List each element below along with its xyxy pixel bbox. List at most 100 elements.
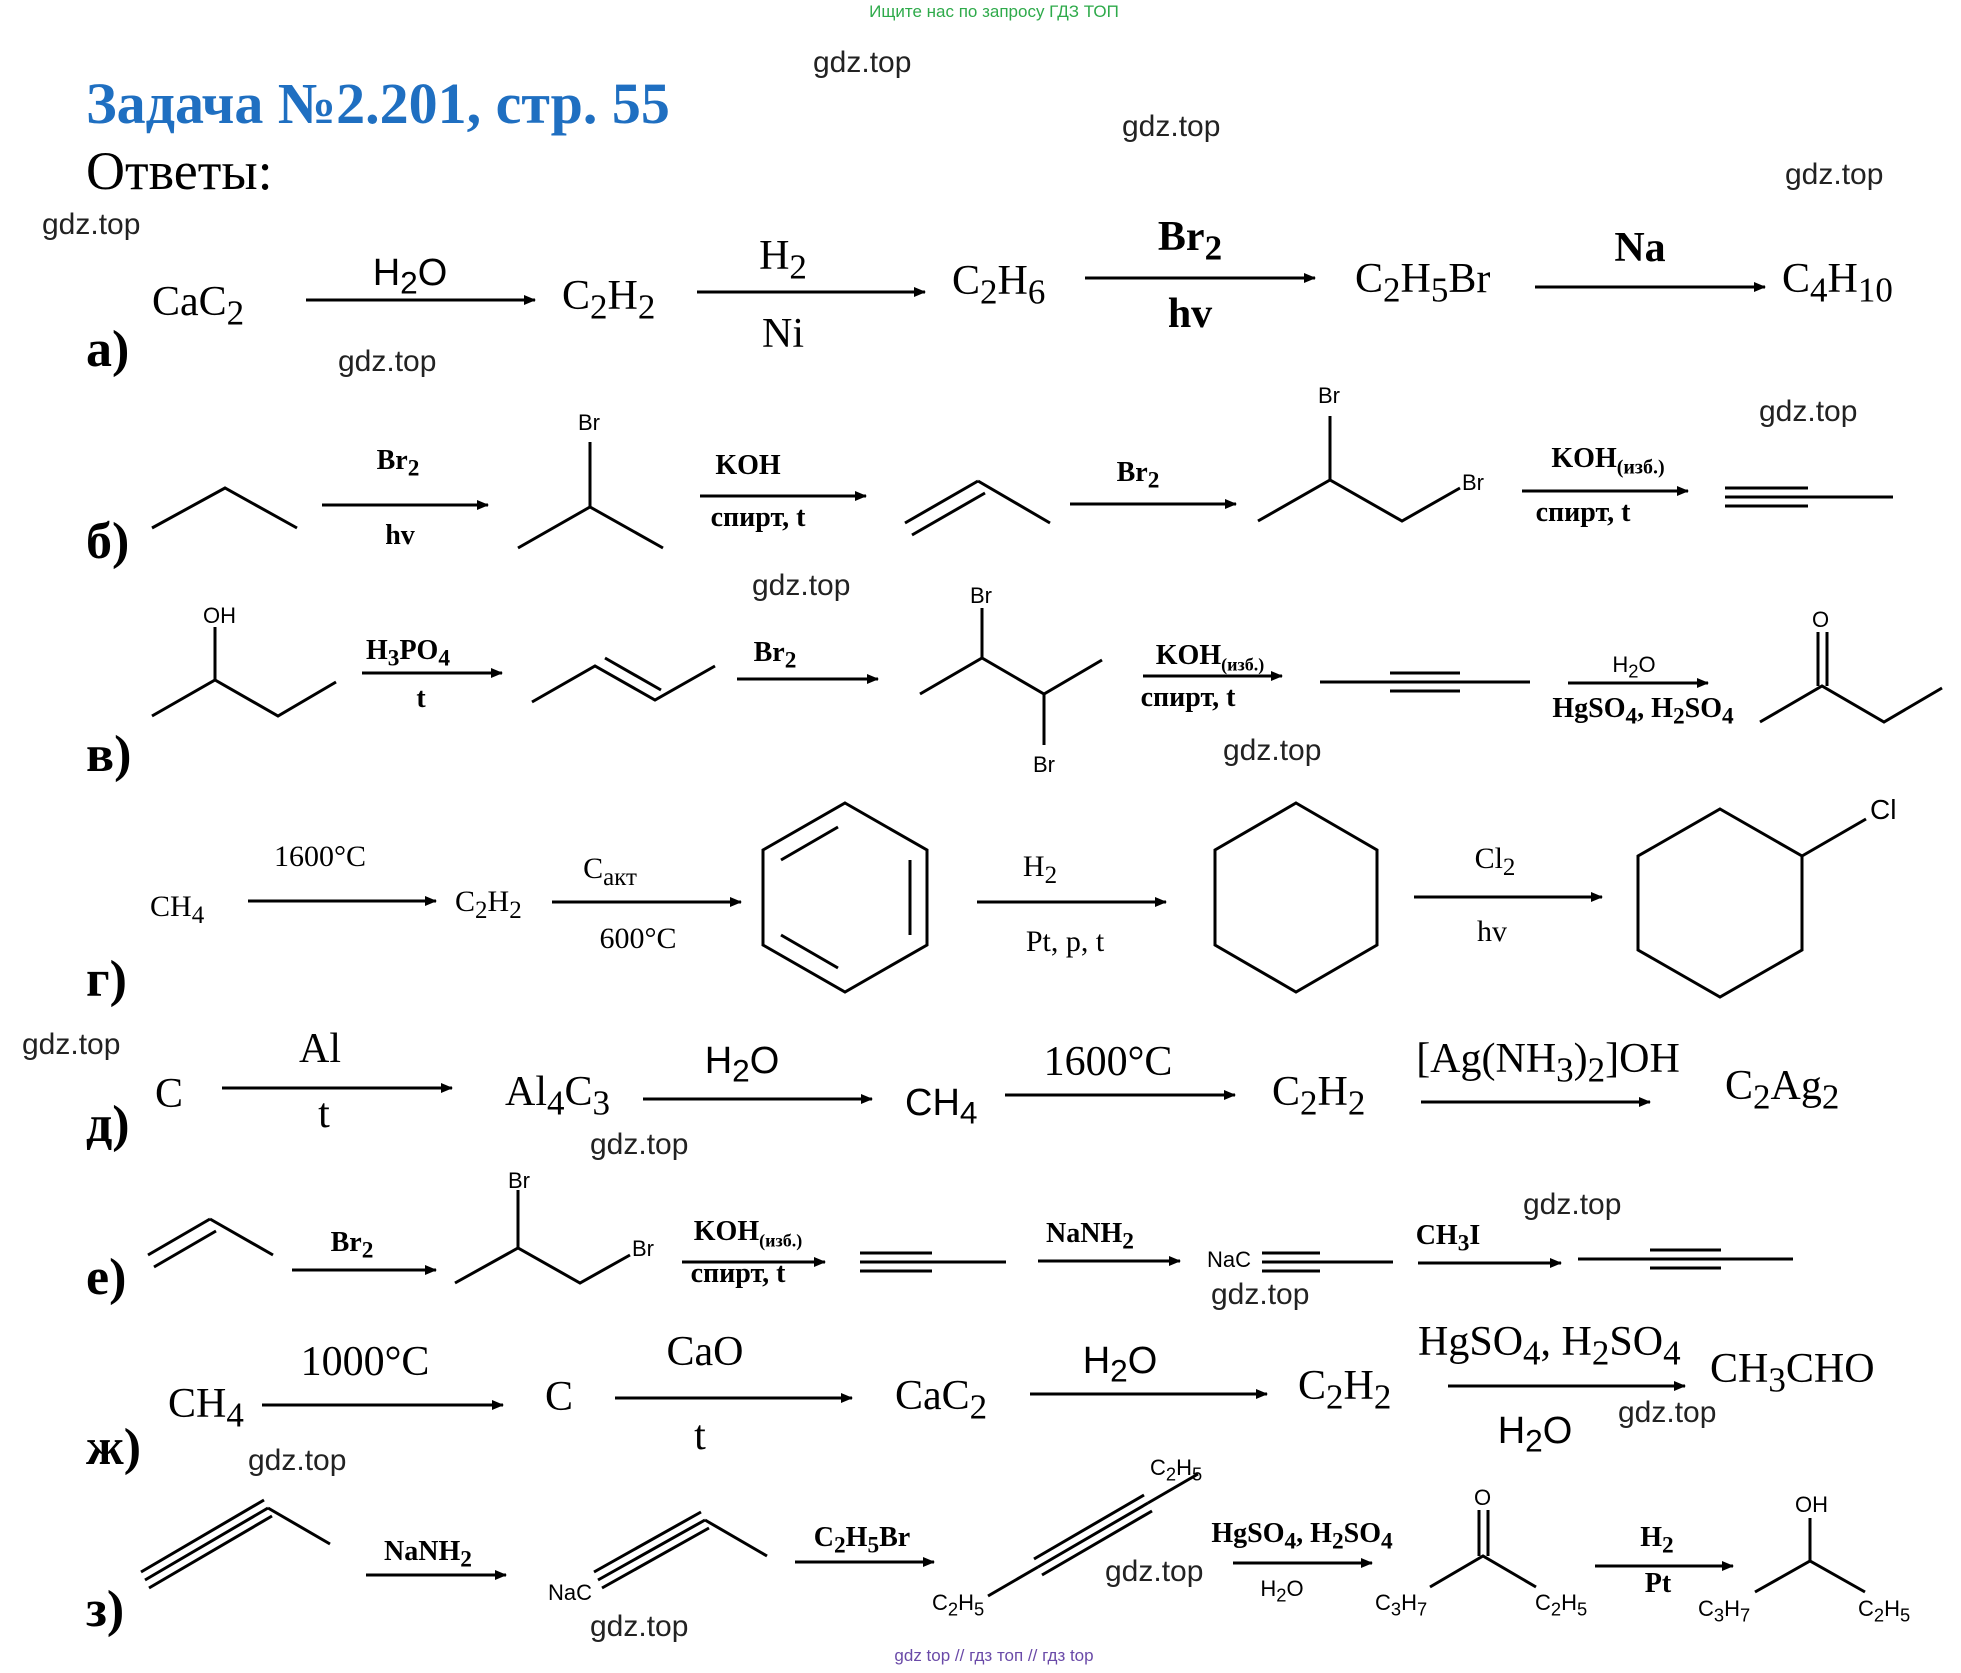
reagent-hydrogen: H2: [1022, 850, 1058, 889]
condition-temperature: 1600°C: [1043, 1039, 1173, 1085]
catalyst-platinum: Pt, p, t: [1025, 925, 1105, 958]
bromopropane-structure: [517, 505, 664, 550]
reagent-bromine: Br2: [1157, 214, 1223, 268]
dibromobutane-structure: [919, 656, 1103, 696]
reagent-koh-excess: KOH(изб.): [693, 1216, 803, 1251]
reagent-water: H2O: [1260, 1576, 1304, 1606]
condition-temperature: 1600°C: [273, 840, 367, 873]
butyne-structure: [144, 1506, 269, 1582]
row-label-zh: ж): [86, 1419, 142, 1476]
reagent-bromoethane: C2H5Br: [813, 1522, 911, 1559]
row-label-z: з): [86, 1581, 125, 1638]
butene-structure: [531, 664, 716, 704]
watermark: gdz.top: [590, 1128, 689, 1161]
condition-temperature: 1000°C: [300, 1339, 430, 1385]
row-label-v: в): [86, 726, 132, 783]
watermark: gdz.top: [1759, 395, 1858, 428]
formula-methane: CH4: [905, 1082, 978, 1131]
heptanol-structure: [1754, 1559, 1866, 1594]
top-banner[interactable]: Ищите нас по запросу ГДЗ ТОП: [869, 2, 1119, 21]
atom-bromine: Br: [508, 1168, 530, 1193]
dibromopropane-structure: [1257, 478, 1461, 523]
formula-acetylene: C2H2: [1272, 1069, 1366, 1123]
condition-light: hv: [1477, 915, 1507, 948]
reagent-bromine: Br2: [753, 637, 797, 674]
atom-bromine: Br: [1033, 752, 1055, 777]
reagent-hydrogen: H2: [1640, 1522, 1674, 1559]
formula-butane: C4H10: [1782, 256, 1893, 310]
catalyst-mercury-sulfate: HgSO4, H2SO4: [1211, 1518, 1393, 1555]
cyclohexane-structure: [1213, 801, 1379, 994]
row-label-b: б): [86, 513, 130, 570]
watermark: gdz.top: [813, 46, 912, 79]
propane-structure: [151, 486, 298, 530]
reagent-bromine: Br2: [376, 445, 420, 482]
atom-bromine: Br: [1462, 470, 1484, 495]
reagent-aluminium: Al: [299, 1026, 341, 1072]
formula-acetylene: C2H2: [455, 885, 522, 924]
atom-oxygen: O: [1474, 1485, 1492, 1510]
reagent-chlorine: Cl2: [1474, 842, 1516, 881]
group-ethyl: C2H5: [932, 1590, 985, 1620]
group-hydroxyl: OH: [1795, 1492, 1828, 1517]
formula-carbon: C: [155, 1071, 184, 1117]
reagent-water: H2O: [704, 1040, 780, 1089]
watermark: gdz.top: [22, 1028, 121, 1061]
watermark: gdz.top: [1122, 110, 1221, 143]
reagent-bromine: Br2: [330, 1227, 374, 1264]
group-hydroxyl: OH: [203, 603, 236, 628]
catalyst-mercury-sulfate: HgSO4, H2SO4: [1418, 1319, 1681, 1373]
row-label-e: е): [86, 1249, 127, 1306]
formula-methane: CH4: [168, 1381, 244, 1435]
atom-bromine: Br: [578, 410, 600, 435]
atom-bromine: Br: [1318, 383, 1340, 408]
hexyne-structure: [987, 1565, 1039, 1598]
atom-chlorine: Cl: [1870, 794, 1897, 825]
condition-heat: t: [416, 683, 426, 714]
group-ethyl: C2H5: [1535, 1590, 1588, 1620]
group-propyl: C3H7: [1698, 1596, 1751, 1626]
page-title: Задача №2.201, стр. 55: [86, 71, 670, 136]
reagent-water: H2O: [1082, 1340, 1158, 1389]
formula-acetaldehyde: CH3CHO: [1710, 1346, 1875, 1400]
formula-acetylene: C2H2: [562, 273, 656, 327]
formula-acetylene: C2H2: [1298, 1363, 1392, 1417]
atom-bromine: Br: [632, 1236, 654, 1261]
row-label-g: г): [86, 951, 127, 1008]
watermark: gdz.top: [1223, 734, 1322, 767]
reagent-tollens: [Ag(NH3)2]OH: [1416, 1036, 1680, 1090]
atom-sodium-carbon: NaC: [1207, 1247, 1252, 1272]
reagent-water: H2O: [1612, 652, 1656, 682]
watermark: gdz.top: [590, 1610, 689, 1643]
row-label-a: а): [86, 321, 130, 378]
row-label-d: д): [86, 1096, 130, 1153]
group-ethyl: C2H5: [1858, 1596, 1911, 1626]
formula-ethane: C2H6: [952, 258, 1046, 312]
formula-bromoethane: C2H5Br: [1355, 256, 1491, 310]
propene-structure: [147, 1217, 211, 1257]
group-propyl: C3H7: [1375, 1590, 1428, 1620]
formula-calcium-carbide: CaC2: [152, 279, 245, 333]
watermark: gdz.top: [338, 345, 437, 378]
watermark: gdz.top: [1785, 158, 1884, 191]
watermark: gdz.top: [42, 208, 141, 241]
dibromopropane-structure: [454, 1246, 631, 1285]
reagent-water: H2O: [1497, 1410, 1573, 1459]
condition-alcohol-heat: спирт, t: [710, 502, 806, 533]
atom-sodium-carbon: NaC: [548, 1580, 593, 1605]
watermark: gdz.top: [1211, 1278, 1310, 1311]
footer-links[interactable]: gdz top // гдз топ // гдз top: [894, 1646, 1094, 1665]
formula-silver-acetylide: C2Ag2: [1725, 1063, 1840, 1117]
condition-alcohol-heat: спирт, t: [1535, 497, 1631, 528]
group-ethyl: C2H5: [1150, 1455, 1203, 1485]
heptanone-structure: [1429, 1554, 1537, 1589]
condition-alcohol-heat: спирт, t: [690, 1258, 786, 1289]
butanol-structure: [151, 678, 337, 718]
formula-calcium-carbide: CaC2: [895, 1373, 988, 1427]
reagent-sodium-amide: NaNH2: [384, 1536, 472, 1573]
watermark: gdz.top: [1105, 1555, 1204, 1588]
reagent-sodium-amide: NaNH2: [1046, 1218, 1134, 1255]
watermark: gdz.top: [248, 1444, 347, 1477]
reagent-hydrogen: H2: [759, 233, 807, 287]
